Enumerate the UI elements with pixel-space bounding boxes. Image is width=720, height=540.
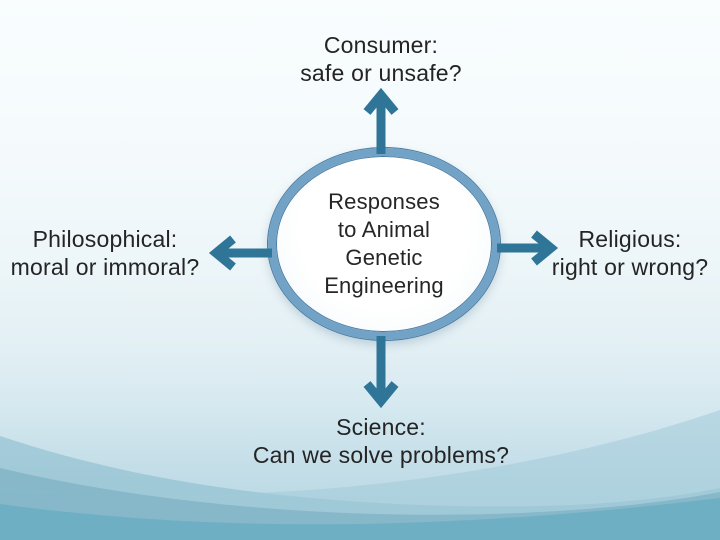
label-consumer: Consumer: safe or unsafe?: [231, 31, 531, 87]
label-religious: Religious: right or wrong?: [540, 225, 720, 281]
label-science-line1: Science:: [336, 414, 426, 440]
arrow-left-icon: [208, 235, 272, 271]
center-ellipse-text: Responses to Animal Genetic Engineering: [324, 188, 444, 300]
label-religious-line2: right or wrong?: [551, 254, 709, 280]
label-philosophical: Philosophical: moral or immoral?: [0, 225, 210, 281]
label-philosophical-line2: moral or immoral?: [10, 254, 200, 280]
label-religious-line1: Religious:: [578, 226, 682, 252]
arrow-up-icon: [363, 87, 399, 154]
label-consumer-line1: Consumer:: [323, 32, 439, 58]
label-philosophical-line1: Philosophical:: [32, 226, 178, 252]
arrow-right-icon: [497, 230, 559, 266]
center-line: to Animal: [337, 217, 431, 242]
arrow-down-icon: [363, 336, 399, 409]
label-science-line2: Can we solve problems?: [252, 442, 510, 468]
wave-shape: [0, 498, 720, 540]
center-line: Engineering: [324, 273, 444, 298]
label-consumer-line2: safe or unsafe?: [300, 60, 462, 86]
label-science: Science: Can we solve problems?: [231, 413, 531, 469]
center-line: Responses: [328, 189, 440, 214]
center-line: Genetic: [345, 245, 423, 270]
